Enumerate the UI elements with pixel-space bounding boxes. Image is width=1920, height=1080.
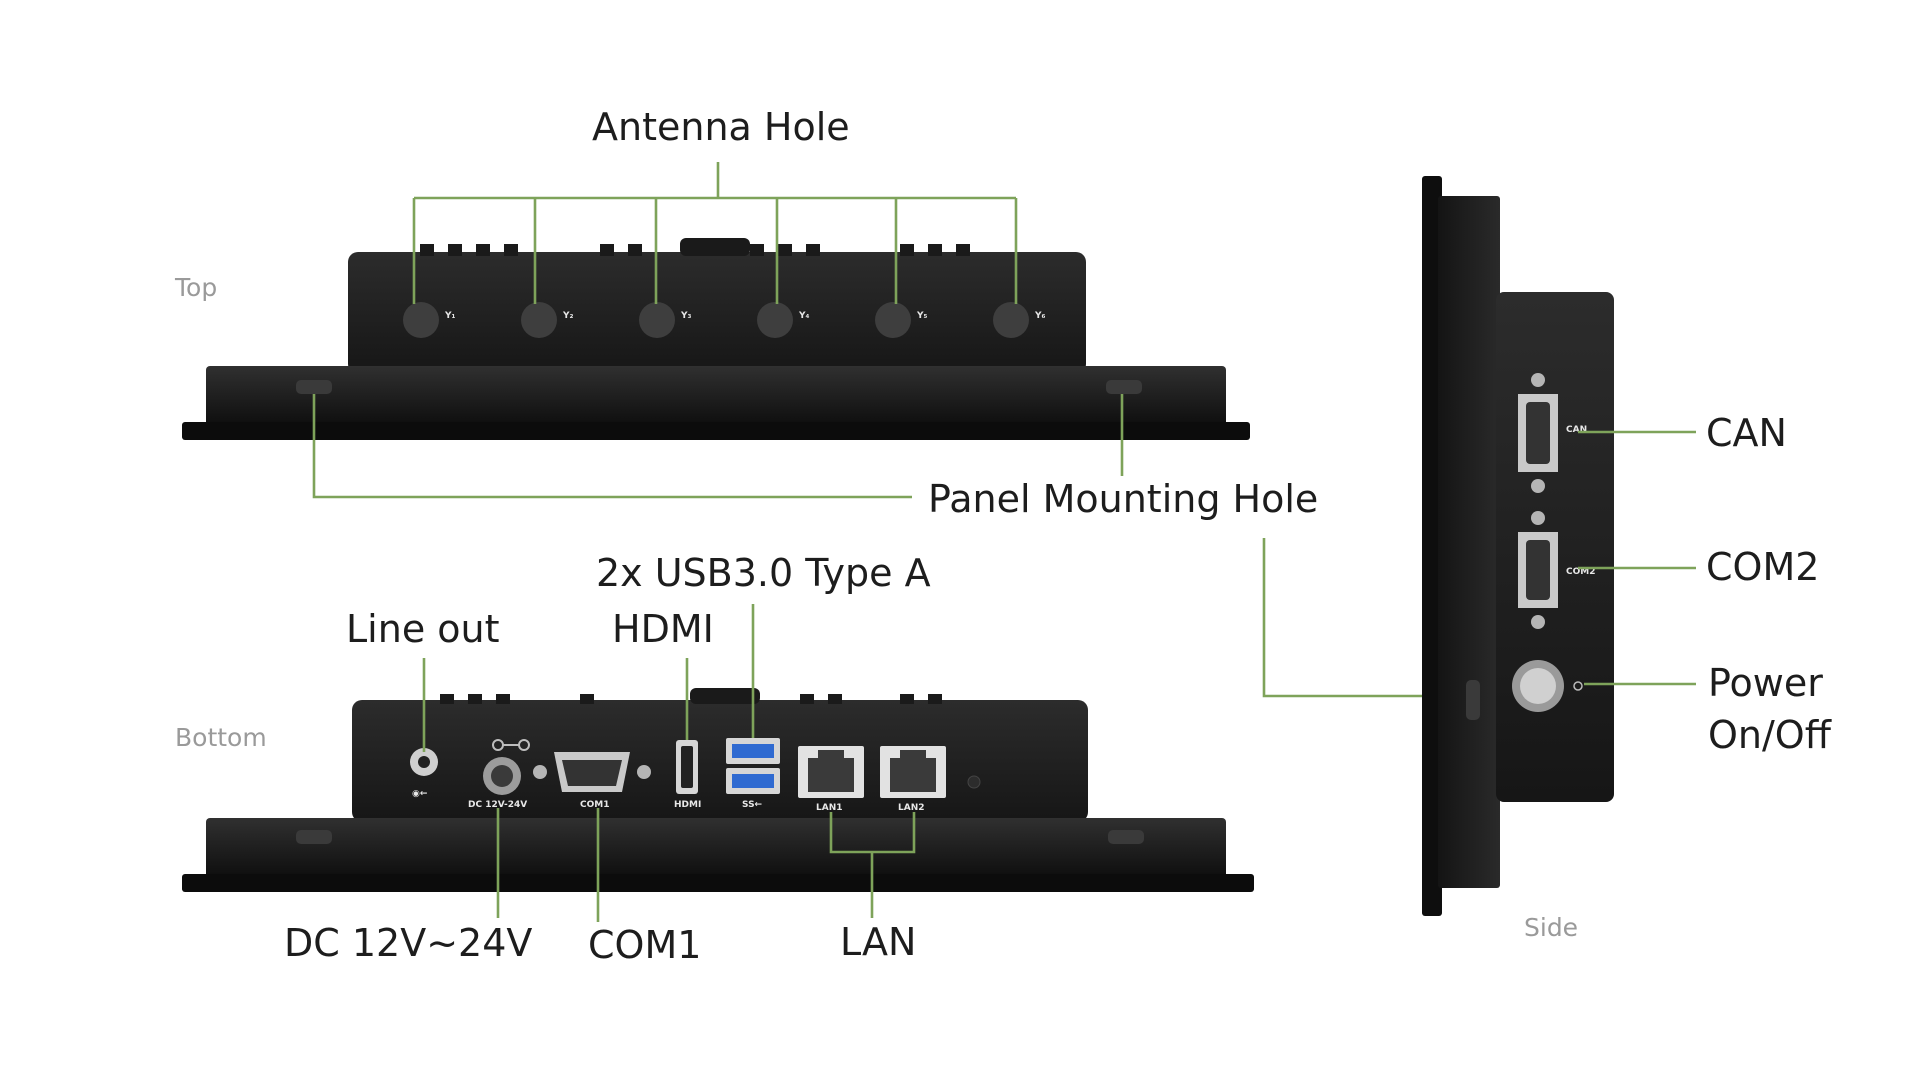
side-view-label: Side xyxy=(1524,913,1578,942)
antenna-hole-icon: Y₆ xyxy=(993,302,1046,338)
audio-mark: ◉← xyxy=(412,789,428,799)
top-bezel-lip xyxy=(182,422,1250,440)
lan1-rj45-port-icon: LAN1 xyxy=(798,746,864,813)
top-device-body xyxy=(348,252,1086,374)
antenna-mark: Y₄ xyxy=(798,311,810,321)
leader-lan xyxy=(829,812,916,918)
bottom-bezel xyxy=(206,818,1226,878)
antenna-mark: Y₂ xyxy=(562,311,574,321)
callout-lan: LAN xyxy=(840,920,916,964)
top-bezel xyxy=(206,366,1226,426)
bottom-view: Bottom ◉← DC 12V-24V xyxy=(175,551,1254,967)
dc-mark: DC 12V-24V xyxy=(468,800,527,810)
callout-power-line1: Power xyxy=(1708,661,1823,705)
antenna-hole-icon: Y₄ xyxy=(757,302,810,338)
top-view: Top Y₁ Y₂ xyxy=(174,105,1462,698)
bottom-device-body xyxy=(352,700,1088,822)
com1-db9-port-icon: COM1 xyxy=(533,752,651,810)
callout-com2: COM2 xyxy=(1706,545,1819,589)
side-view: Side CAN COM2 CAN xyxy=(1422,176,1832,942)
hdmi-port-icon: HDMI xyxy=(674,740,701,810)
side-bezel xyxy=(1438,196,1500,888)
antenna-mark: Y₅ xyxy=(916,311,928,321)
antenna-mark: Y₆ xyxy=(1034,311,1046,321)
callout-can: CAN xyxy=(1706,411,1787,455)
leader-panel-mounting-hole xyxy=(312,394,1462,698)
callout-hdmi: HDMI xyxy=(612,607,714,651)
bottom-bezel-lip xyxy=(182,874,1254,892)
com1-mark: COM1 xyxy=(580,800,609,810)
power-button-icon xyxy=(1512,660,1583,712)
lan1-mark: LAN1 xyxy=(816,803,843,813)
callout-usb: 2x USB3.0 Type A xyxy=(596,551,931,595)
mounting-hole-icon xyxy=(1106,380,1142,394)
bottom-heatsink-fins xyxy=(440,688,942,704)
dc-power-jack-icon: DC 12V-24V xyxy=(468,739,530,810)
top-view-label: Top xyxy=(174,273,217,302)
callout-dc: DC 12V~24V xyxy=(284,921,532,965)
callout-power-line2: On/Off xyxy=(1708,713,1832,757)
antenna-hole-icon: Y₅ xyxy=(875,302,928,338)
top-heatsink-fins xyxy=(420,238,970,256)
com2-mark: COM2 xyxy=(1566,567,1595,577)
mounting-hole-icon xyxy=(296,380,332,394)
antenna-holes: Y₁ Y₂ Y₃ Y₄ Y₅ Y₆ xyxy=(403,302,1046,338)
callout-line-out: Line out xyxy=(346,607,500,651)
mounting-hole-icon xyxy=(1108,830,1144,844)
callout-panel-mounting-hole: Panel Mounting Hole xyxy=(928,477,1318,521)
antenna-hole-icon: Y₁ xyxy=(403,302,456,338)
callout-antenna-hole: Antenna Hole xyxy=(592,105,850,149)
can-db9-port-icon: CAN xyxy=(1518,373,1587,493)
antenna-mark: Y₃ xyxy=(680,311,692,321)
usb-mark: SS← xyxy=(742,800,763,810)
antenna-hole-icon: Y₃ xyxy=(639,302,692,338)
hdmi-mark: HDMI xyxy=(674,800,701,810)
side-bezel-lip xyxy=(1422,176,1442,916)
line-out-jack-icon: ◉← xyxy=(410,748,438,799)
indicator-led-icon xyxy=(967,775,981,789)
antenna-mark: Y₁ xyxy=(444,311,456,321)
leader-antenna-hole xyxy=(412,162,1018,304)
mounting-hole-icon xyxy=(296,830,332,844)
antenna-hole-icon: Y₂ xyxy=(521,302,574,338)
usb-ports-icon: SS← xyxy=(726,738,780,810)
callout-com1: COM1 xyxy=(588,923,701,967)
can-mark: CAN xyxy=(1566,425,1587,435)
lan2-rj45-port-icon: LAN2 xyxy=(880,746,946,813)
com2-db9-port-icon: COM2 xyxy=(1518,511,1595,629)
mounting-hole-icon xyxy=(1466,680,1480,720)
bottom-view-label: Bottom xyxy=(175,723,267,752)
lan2-mark: LAN2 xyxy=(898,803,925,813)
